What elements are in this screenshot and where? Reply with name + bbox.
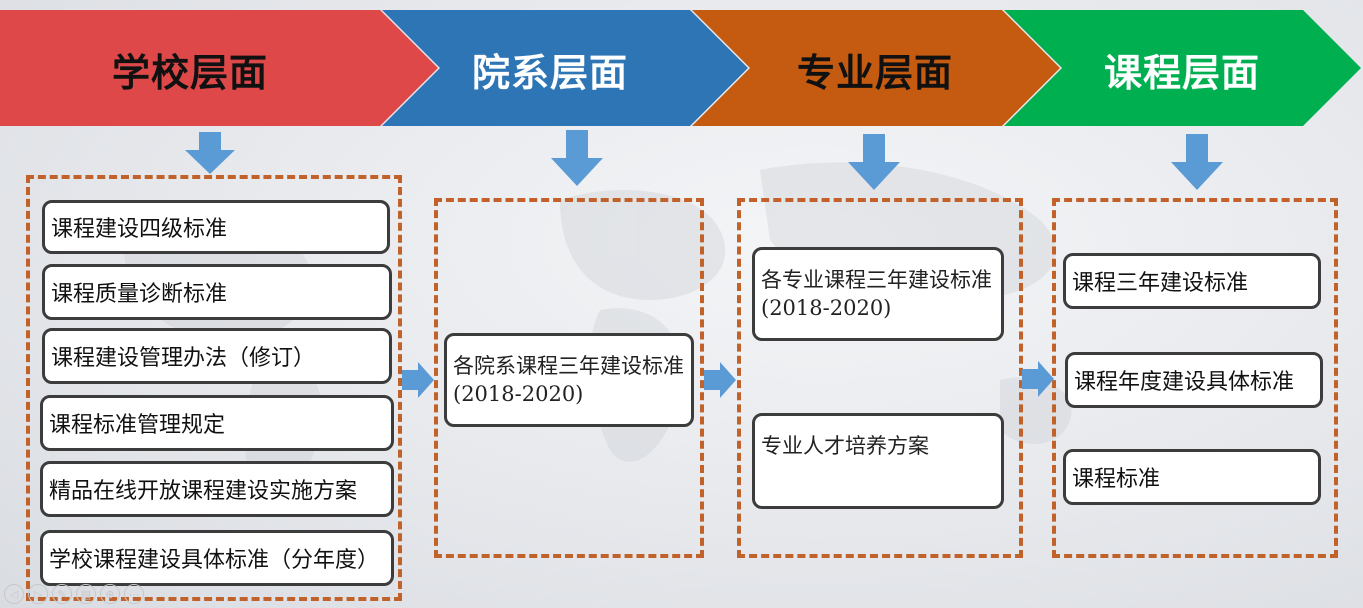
chevron-school <box>0 10 438 126</box>
more-icon[interactable]: ⋯ <box>124 584 144 604</box>
down-arrow-icon <box>185 132 235 174</box>
chevron-course <box>1004 10 1361 126</box>
pen-icon[interactable]: ✎ <box>52 584 72 604</box>
level-label-course: 课程层面 <box>1103 51 1260 95</box>
level-label-department: 院系层面 <box>471 51 628 95</box>
down-arrow-icon <box>848 134 900 190</box>
prev-icon[interactable]: ◁ <box>4 584 24 604</box>
major-group <box>737 198 1023 558</box>
down-arrow-icon <box>551 130 603 186</box>
school-group <box>26 175 402 601</box>
school-item: 精品在线开放课程建设实施方案 <box>40 461 394 517</box>
level-chevrons <box>0 10 1361 126</box>
department-group <box>434 198 704 558</box>
slideshow-nav: ◁ ▷ ✎ ▤ ⊕ ⋯ <box>4 584 144 604</box>
course-group <box>1052 198 1338 558</box>
major-item: 专业人才培养方案 <box>752 413 1004 509</box>
right-arrow-icon <box>704 362 736 398</box>
course-item: 课程年度建设具体标准 <box>1065 352 1323 408</box>
zoom-icon[interactable]: ⊕ <box>100 584 120 604</box>
right-arrow-icon <box>402 362 434 398</box>
level-label-major: 专业层面 <box>796 51 953 95</box>
department-item: 各院系课程三年建设标准(2018-2020) <box>444 333 694 427</box>
course-item: 课程标准 <box>1063 449 1321 505</box>
school-item: 课程质量诊断标准 <box>42 264 392 320</box>
course-item: 课程三年建设标准 <box>1063 253 1321 309</box>
down-arrow-icon <box>1171 134 1223 190</box>
chevron-department <box>382 10 748 126</box>
slides-icon[interactable]: ▤ <box>76 584 96 604</box>
school-item: 课程建设管理办法（修订） <box>42 328 392 384</box>
right-arrow-icon <box>1022 361 1054 397</box>
level-label-school: 学校层面 <box>111 51 268 95</box>
school-item: 课程建设四级标准 <box>42 200 390 254</box>
next-icon[interactable]: ▷ <box>28 584 48 604</box>
school-item: 课程标准管理规定 <box>40 395 394 451</box>
chevron-major <box>692 10 1060 126</box>
school-item: 学校课程建设具体标准（分年度） <box>40 530 394 586</box>
major-item: 各专业课程三年建设标准(2018-2020) <box>752 247 1004 341</box>
